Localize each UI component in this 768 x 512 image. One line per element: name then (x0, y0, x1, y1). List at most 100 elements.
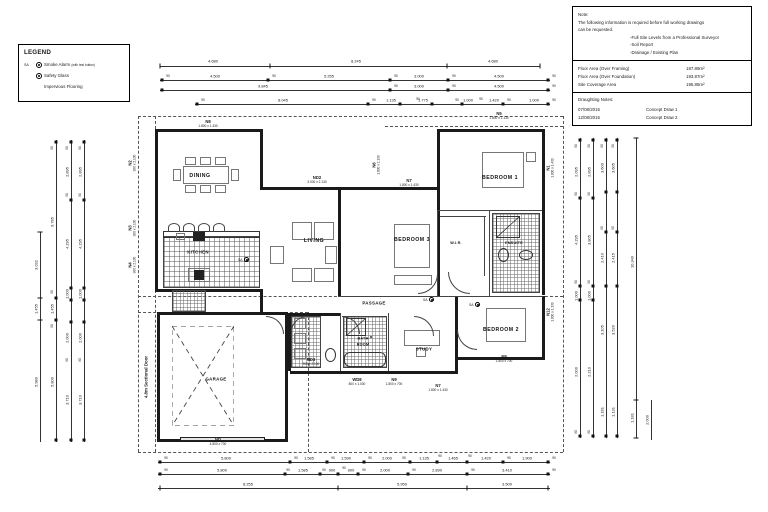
dim-offset: 90 (471, 468, 475, 472)
door-swing-bed3 (418, 274, 438, 294)
dining-chair (231, 169, 239, 181)
legend-label-safety-glass: Safety Glass (44, 73, 69, 78)
partition-ensuite-west (489, 210, 490, 296)
dim-offset: 90 (65, 193, 69, 197)
opening-size: 3.000 x 2.130 (307, 180, 327, 185)
opening-size: 1.800 x 1.330 (551, 302, 555, 322)
site-boundary-right (563, 116, 564, 452)
dim-tick (604, 138, 608, 142)
kitchen-bench-upper (163, 231, 260, 238)
dim-tick (160, 78, 164, 82)
dim-tick (54, 438, 58, 442)
dim-line-bottom-3 (158, 488, 550, 489)
dim-offset: 90 (611, 226, 615, 230)
dim-text: 1.000 (529, 97, 539, 103)
room-label-bedroom3: BEDROOM 3 (394, 237, 430, 243)
dim-text: 2.000 (382, 455, 392, 461)
kitchen-cabinet-arc (183, 223, 195, 232)
dim-offset: 90 (587, 430, 591, 434)
opening-code: N7 (435, 383, 441, 388)
dim-text: 4.295 (573, 235, 579, 245)
opening-size: 1.800 x 1.430 (428, 388, 448, 393)
wall-garage-east (285, 312, 288, 442)
dim-line-right-3 (606, 138, 607, 438)
wir-shelf (484, 216, 485, 276)
dim-tick (604, 190, 608, 194)
dim-tick (578, 138, 582, 142)
setback-line-wing (385, 126, 563, 127)
dim-tick (269, 63, 271, 69)
dim-tick (266, 78, 270, 82)
dim-tick (546, 88, 550, 92)
room-label-passage: PASSAGE (362, 300, 386, 306)
opening-tag-n1: N1 1.800 x 1.430 (546, 158, 556, 177)
opening-code: N9 (391, 377, 397, 382)
dim-tick (388, 78, 392, 82)
dim-offset: 90 (362, 468, 366, 472)
opening-code: N9 (501, 354, 507, 359)
dim-tick (159, 63, 161, 69)
dim-offset: 90 (402, 456, 406, 460)
door-swing-garage-entry (266, 316, 284, 334)
dim-tick (54, 296, 58, 300)
wall-laundry-west (288, 313, 291, 371)
dim-text: 2.000 (573, 367, 579, 377)
site-boundary-top (138, 116, 563, 117)
living-sofa (292, 222, 312, 240)
ensuite-toilet (498, 248, 509, 262)
dim-text: 9.845 (258, 83, 268, 89)
dim-text: 4.680 (208, 58, 218, 64)
legend-label-smoke-alarm: Smoke Alarm (with test button) (44, 62, 95, 67)
dim-offset: 90 (286, 468, 290, 472)
dim-offset: 90 (331, 456, 335, 460)
dim-line-right-5 (636, 138, 637, 438)
dim-offset: 90 (294, 456, 298, 460)
room-label-living: LIVING (303, 238, 325, 244)
dining-chair (173, 169, 181, 181)
opening-tag-n9-bath: N9 1.800 x 700 (386, 377, 403, 387)
dim-text: 3.500 (502, 481, 512, 487)
dim-offset: 90 (574, 280, 578, 284)
smoke-alarm-label: SA (469, 302, 474, 307)
dim-text: 8.245 (351, 58, 361, 64)
dim-line-left-3 (71, 140, 72, 442)
dim-text: 4.500 (210, 73, 220, 79)
dim-tick (408, 460, 412, 464)
opening-tag-nd2: ND2 3.000 x 2.130 (307, 175, 327, 185)
dim-offset: 90 (78, 358, 82, 362)
dim-text: 2.000 (64, 333, 70, 343)
dim-offset: 90 (600, 144, 604, 148)
dim-line-bottom-2 (158, 474, 550, 475)
opening-size: 1.800 x 2.130 (377, 155, 381, 175)
dim-tick (337, 485, 339, 491)
dim-text: 8.045 (278, 97, 288, 103)
opening-tag-n2: N2 900 x 2.130 (128, 155, 138, 172)
area-value-foundation: 193.87m² (686, 73, 705, 79)
dim-offset: 90 (552, 84, 556, 88)
opening-tag-n9-bed2: N9 1.800 x 700 (496, 354, 513, 364)
draughting-notes-title: Draughting Notes: (578, 97, 614, 103)
dim-offset: 90 (50, 324, 54, 328)
area-value-framing: 187.89m² (686, 66, 705, 71)
dim-offset: 90 (452, 84, 456, 88)
dim-text: 3.105 (599, 325, 605, 335)
dim-offset: 90 (166, 74, 170, 78)
dim-tick (591, 434, 595, 438)
legend-item-impervious-flooring: Impervious Flooring (24, 81, 124, 92)
smoke-alarm-label: SA (423, 297, 428, 302)
ensuite-shower (496, 216, 520, 238)
study-chair (416, 348, 426, 357)
dim-tick (446, 88, 450, 92)
revision-date-0: 07/08/2015 (578, 107, 600, 113)
kitchen-island (188, 268, 210, 282)
dim-text: 900 (328, 467, 336, 473)
dim-tick (82, 140, 86, 144)
dim-tick (356, 472, 360, 476)
area-row: Floor Area (Over Framing) 187.89m² (578, 65, 746, 73)
dim-offset: 90 (587, 192, 591, 196)
dim-offset: 90 (78, 146, 82, 150)
bedroom3-bed (394, 224, 430, 268)
dim-offset: 90 (587, 144, 591, 148)
wall-bed1-north (437, 129, 545, 132)
